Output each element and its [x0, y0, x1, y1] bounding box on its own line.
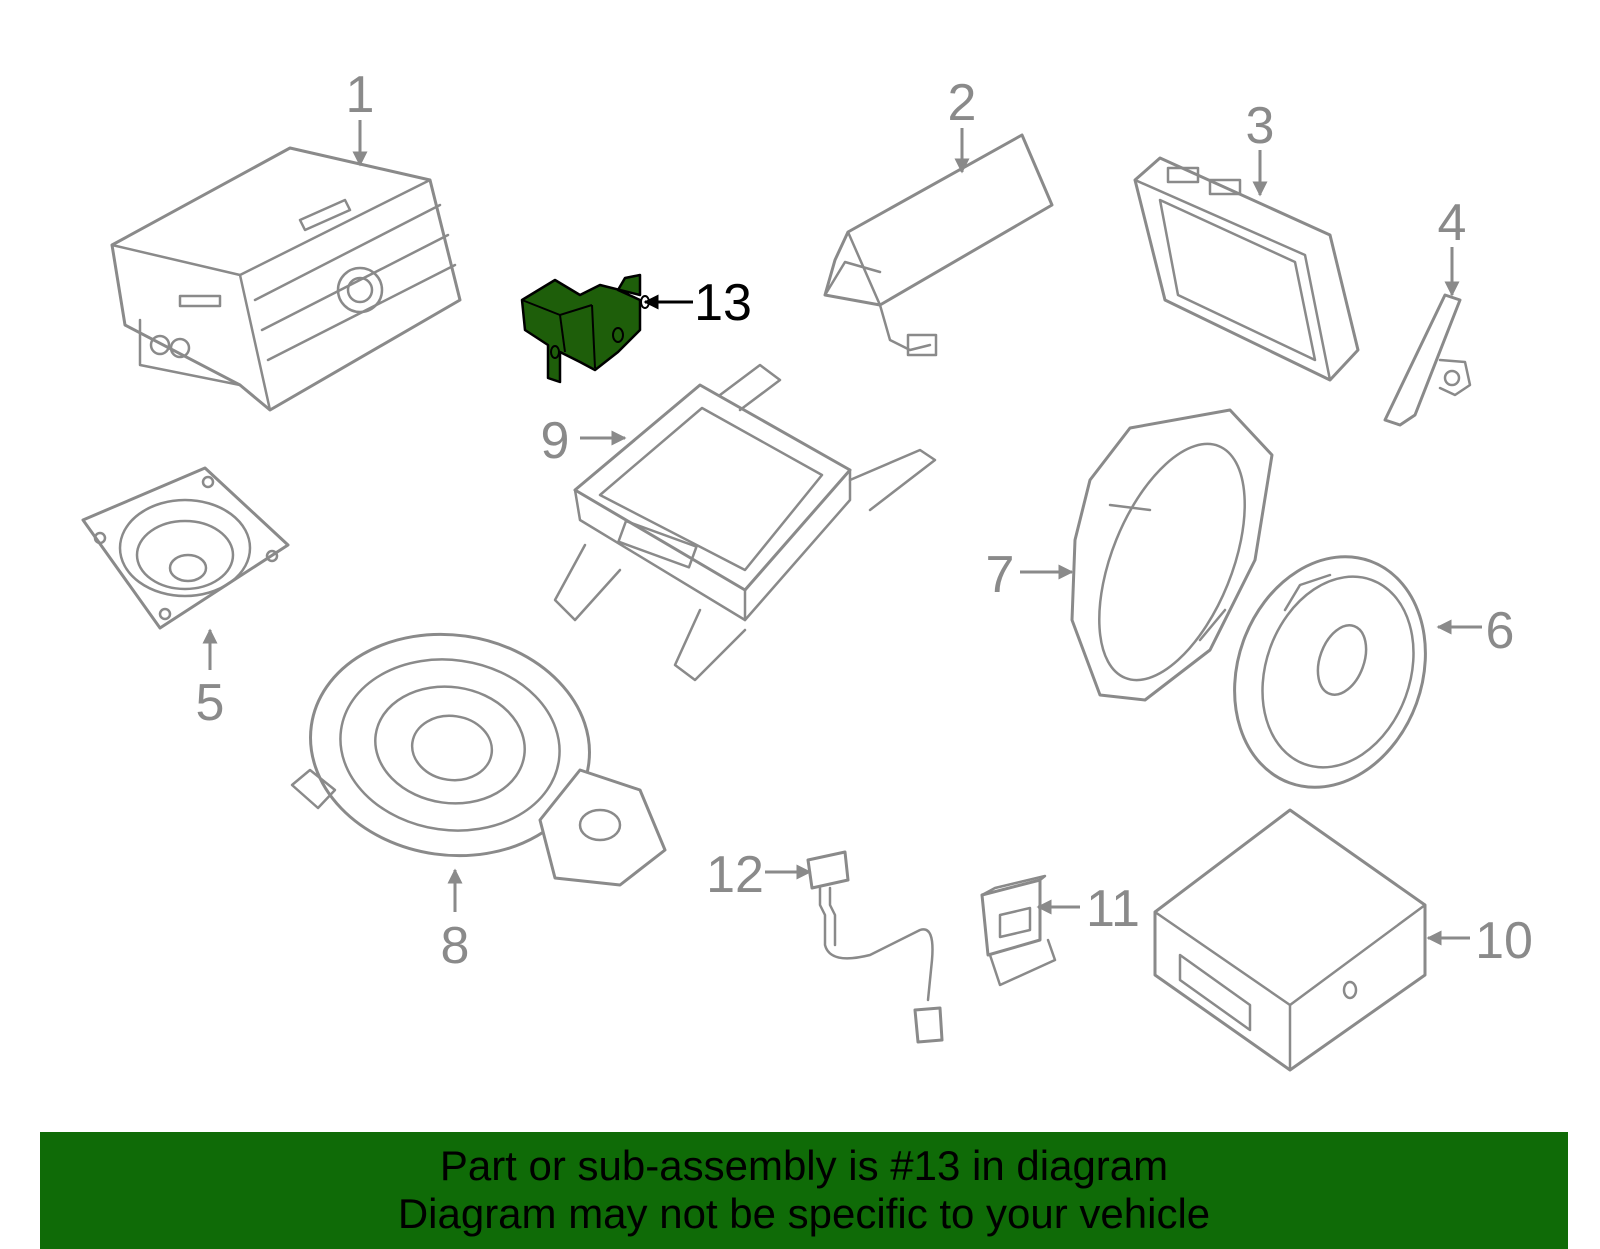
part-9-control-module: [553, 363, 937, 682]
part-13-highlighted-module: [520, 273, 650, 384]
callout-8: 8: [441, 917, 470, 975]
part-11-connector-module: [980, 874, 1057, 987]
callout-4: 4: [1438, 194, 1467, 252]
part-7-speaker-baffle: [1070, 408, 1274, 702]
callout-5: 5: [196, 674, 225, 732]
part-8-subwoofer: [290, 632, 667, 887]
callout-1: 1: [346, 66, 375, 124]
part-4-bracket: [1383, 293, 1472, 427]
callout-12: 12: [706, 846, 764, 904]
part-2-display-module: [823, 133, 1054, 357]
callout-2: 2: [948, 74, 977, 132]
banner-line-1: Part or sub-assembly is #13 in diagram: [439, 1142, 1169, 1189]
part-10-amplifier: [1153, 808, 1427, 1072]
part-12-wire-harness: [806, 850, 944, 1044]
callout-11: 11: [1086, 880, 1140, 938]
callout-13: 13: [694, 274, 752, 332]
callout-3: 3: [1246, 97, 1275, 155]
part-5-tweeter-speaker: [81, 466, 290, 630]
callout-10: 10: [1475, 912, 1533, 970]
info-banner: Part or sub-assembly is #13 in diagram D…: [40, 1132, 1568, 1249]
part-6-door-speaker: [1233, 555, 1427, 789]
banner-line-2: Diagram may not be specific to your vehi…: [397, 1190, 1211, 1237]
part-3-navigation-unit: [1133, 156, 1360, 382]
part-1-radio-unit: [110, 146, 462, 412]
callout-6: 6: [1486, 602, 1515, 660]
callout-7: 7: [986, 546, 1015, 604]
callout-9: 9: [541, 412, 570, 470]
